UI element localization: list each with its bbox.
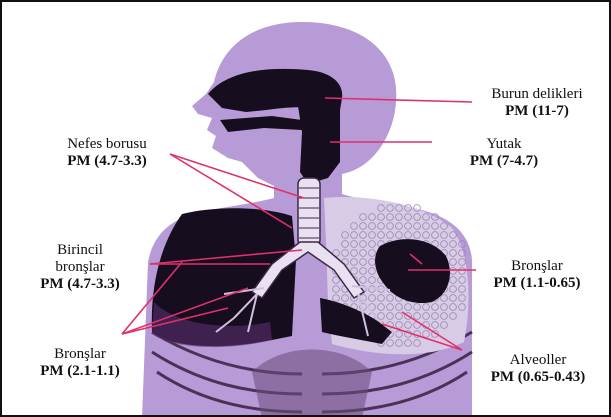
label-name: Bronşlar [472,258,602,275]
label-name: Burun delikleri [472,86,602,103]
label-burun-delikleri: Burun delikleri PM (11-7) [472,86,602,120]
diaphragm [252,350,372,417]
label-pm: PM (0.65-0.43) [468,369,608,386]
label-nefes-borusu: Nefes borusu PM (4.7-3.3) [42,136,172,170]
label-name: Yutak [444,136,564,153]
label-birincil-bronslar: Birincil bronşlar PM (4.7-3.3) [20,242,140,293]
label-pm: PM (4.7-3.3) [42,153,172,170]
label-bronslar-right: Bronşlar PM (1.1-0.65) [472,258,602,292]
label-name: Bronşlar [16,346,144,363]
label-name: Alveoller [468,352,608,369]
label-pm: PM (1.1-0.65) [472,275,602,292]
label-bronslar-left: Bronşlar PM (2.1-1.1) [16,346,144,380]
label-pm: PM (4.7-3.3) [20,276,140,293]
label-name-line1: Birincil [20,242,140,259]
label-pm: PM (2.1-1.1) [16,363,144,380]
label-alveoller: Alveoller PM (0.65-0.43) [468,352,608,386]
label-pm: PM (11-7) [472,103,602,120]
label-yutak: Yutak PM (7-4.7) [444,136,564,170]
label-name: Nefes borusu [42,136,172,153]
label-name-line2: bronşlar [20,259,140,276]
label-pm: PM (7-4.7) [444,153,564,170]
